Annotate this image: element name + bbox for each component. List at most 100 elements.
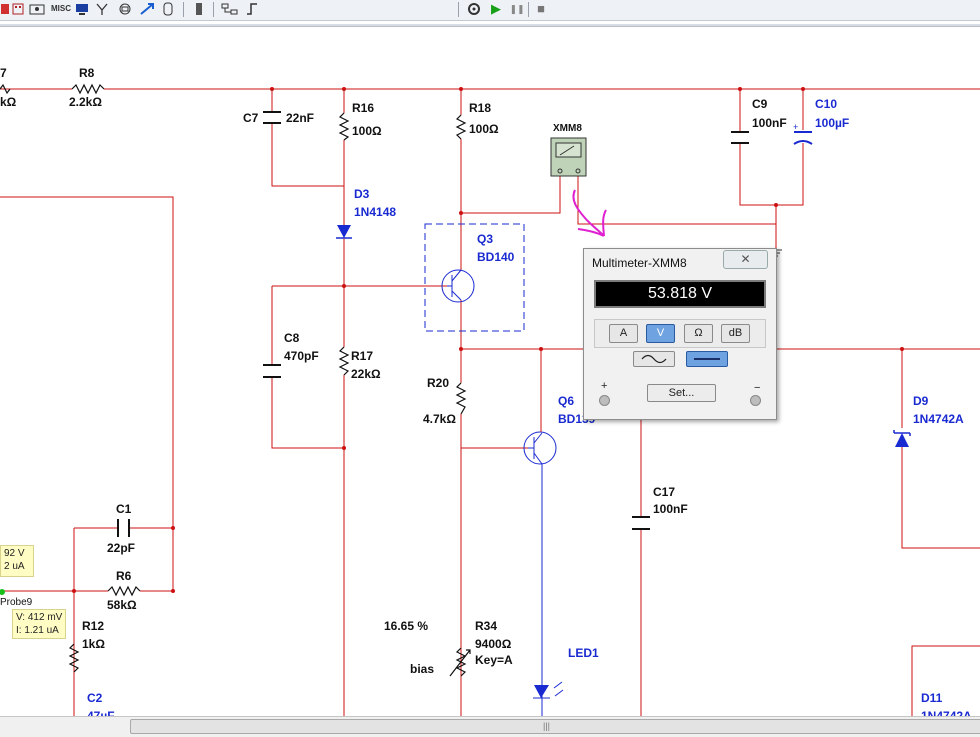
dc-line-icon [694,358,720,360]
r12-name: R12 [82,619,105,633]
step-icon[interactable] [244,1,260,17]
r7-value: kΩ [0,95,17,109]
ac-mode-button[interactable] [633,351,675,367]
component-icon[interactable] [116,1,134,17]
stop-simulation-button[interactable]: ■ [537,1,545,16]
toolbar-divider [528,2,529,17]
probe-left-voltage: 92 V [4,548,25,559]
q3-name: Q3 [477,232,494,246]
q6-name: Q6 [558,394,575,408]
toolbar-bottom-border [0,24,980,27]
antenna-icon[interactable] [94,1,110,17]
toolbar-divider [213,2,214,17]
xmm8-name: XMM8 [553,123,582,134]
c8-value: 470pF [284,349,319,363]
diode-d3-symbol [337,225,351,238]
c17-value: 100nF [653,502,688,516]
toolbar-divider [183,2,184,17]
capacitor-c8-symbol [263,364,281,378]
r17-value: 22kΩ [351,367,381,381]
c8-name: C8 [284,331,300,345]
r20-name: R20 [427,376,450,390]
multimeter-title: Multimeter-XMM8 [592,256,687,270]
toolbar: MISC ▶ ❚❚ ■ [0,0,980,21]
r18-value: 100Ω [469,122,499,136]
set-button[interactable]: Set... [647,384,716,402]
c9-name: C9 [752,97,768,111]
calculator-icon[interactable] [11,1,25,17]
r34-percent: 16.65 % [384,619,429,633]
c7-name: C7 [243,111,259,125]
d9-value: 1N4742A [913,412,964,426]
horizontal-scrollbar[interactable]: ||| [0,716,980,737]
sine-wave-icon [641,354,667,364]
resistor-r20-symbol [455,382,467,415]
c2-name: C2 [87,691,103,705]
misc-icon-a[interactable] [28,1,46,17]
dc-mode-button[interactable] [686,351,728,367]
negative-terminal-label: − [754,382,761,394]
negative-terminal[interactable] [750,395,761,406]
resistor-r16-symbol [338,112,350,141]
q3-dashed-outline [424,223,525,332]
close-button[interactable]: ✕ [723,250,768,269]
positive-terminal-label: + [601,380,608,392]
c10-value: 100µF [815,116,850,130]
hierarchy-icon[interactable] [220,1,240,17]
capacitor-c17-symbol [632,516,650,530]
r34-name: R34 [475,619,498,633]
transistor-q3-symbol [441,269,475,303]
mode-ohm-button[interactable]: Ω [684,324,713,343]
annotation-arrow [572,189,607,237]
scrollbar-thumb[interactable]: ||| [130,719,980,734]
led1-name: LED1 [568,646,599,660]
r8-value: 2.2kΩ [69,95,102,109]
mode-db-button[interactable]: dB [721,324,750,343]
r6-name: R6 [116,569,132,583]
pause-simulation-button[interactable]: ❚❚ [509,4,525,14]
r16-name: R16 [352,101,375,115]
resistor-r8-symbol [71,83,105,95]
probe9-tooltip: V: 412 mV I: 1.21 uA [12,609,67,639]
q3-value: BD140 [477,250,515,264]
multimeter-window[interactable]: Multimeter-XMM8 ✕ 53.818 V A V Ω dB + − … [583,248,777,420]
resistor-r6-symbol [107,585,141,597]
resistor-r12-symbol [68,643,80,673]
probe-left-tooltip: 92 V 2 uA [0,545,34,577]
c9-value: 100nF [752,116,787,130]
simulate-settings-icon[interactable] [464,1,484,17]
r17-name: R17 [351,349,374,363]
d3-name: D3 [354,187,370,201]
c7-value: 22nF [286,111,315,125]
svg-text:+: + [793,122,798,132]
r16-value: 100Ω [352,124,382,138]
probe9-voltage: V: 412 mV [16,612,63,623]
chip-icon[interactable] [160,1,176,17]
r6-value: 58kΩ [107,598,137,612]
scrollbar-grip: ||| [543,721,551,731]
bus-icon[interactable] [190,1,208,17]
r8-name: R8 [79,66,95,80]
monitor-icon[interactable] [74,1,90,17]
mode-ampere-button[interactable]: A [609,324,638,343]
positive-terminal[interactable] [599,395,610,406]
led-led1-symbol [534,685,549,698]
multimeter-display: 53.818 V [594,280,766,308]
mode-selector: A V Ω dB [594,319,766,348]
c17-name: C17 [653,485,676,499]
capacitor-c9-symbol [731,131,749,144]
r34-key: Key=A [475,653,513,667]
arrow-icon[interactable] [138,1,158,17]
zener-d9-symbol [895,433,909,447]
r18-name: R18 [469,101,492,115]
run-simulation-button[interactable]: ▶ [491,1,501,16]
toolbar-divider [458,2,459,17]
probe-icon[interactable] [0,1,10,17]
mode-volt-button[interactable]: V [646,324,675,343]
r20-value: 4.7kΩ [423,412,456,426]
capacitor-c1-symbol [117,519,130,537]
misc-button[interactable]: MISC [51,4,71,13]
r34-value: 9400Ω [475,637,512,651]
resistor-r17-symbol [338,346,350,376]
